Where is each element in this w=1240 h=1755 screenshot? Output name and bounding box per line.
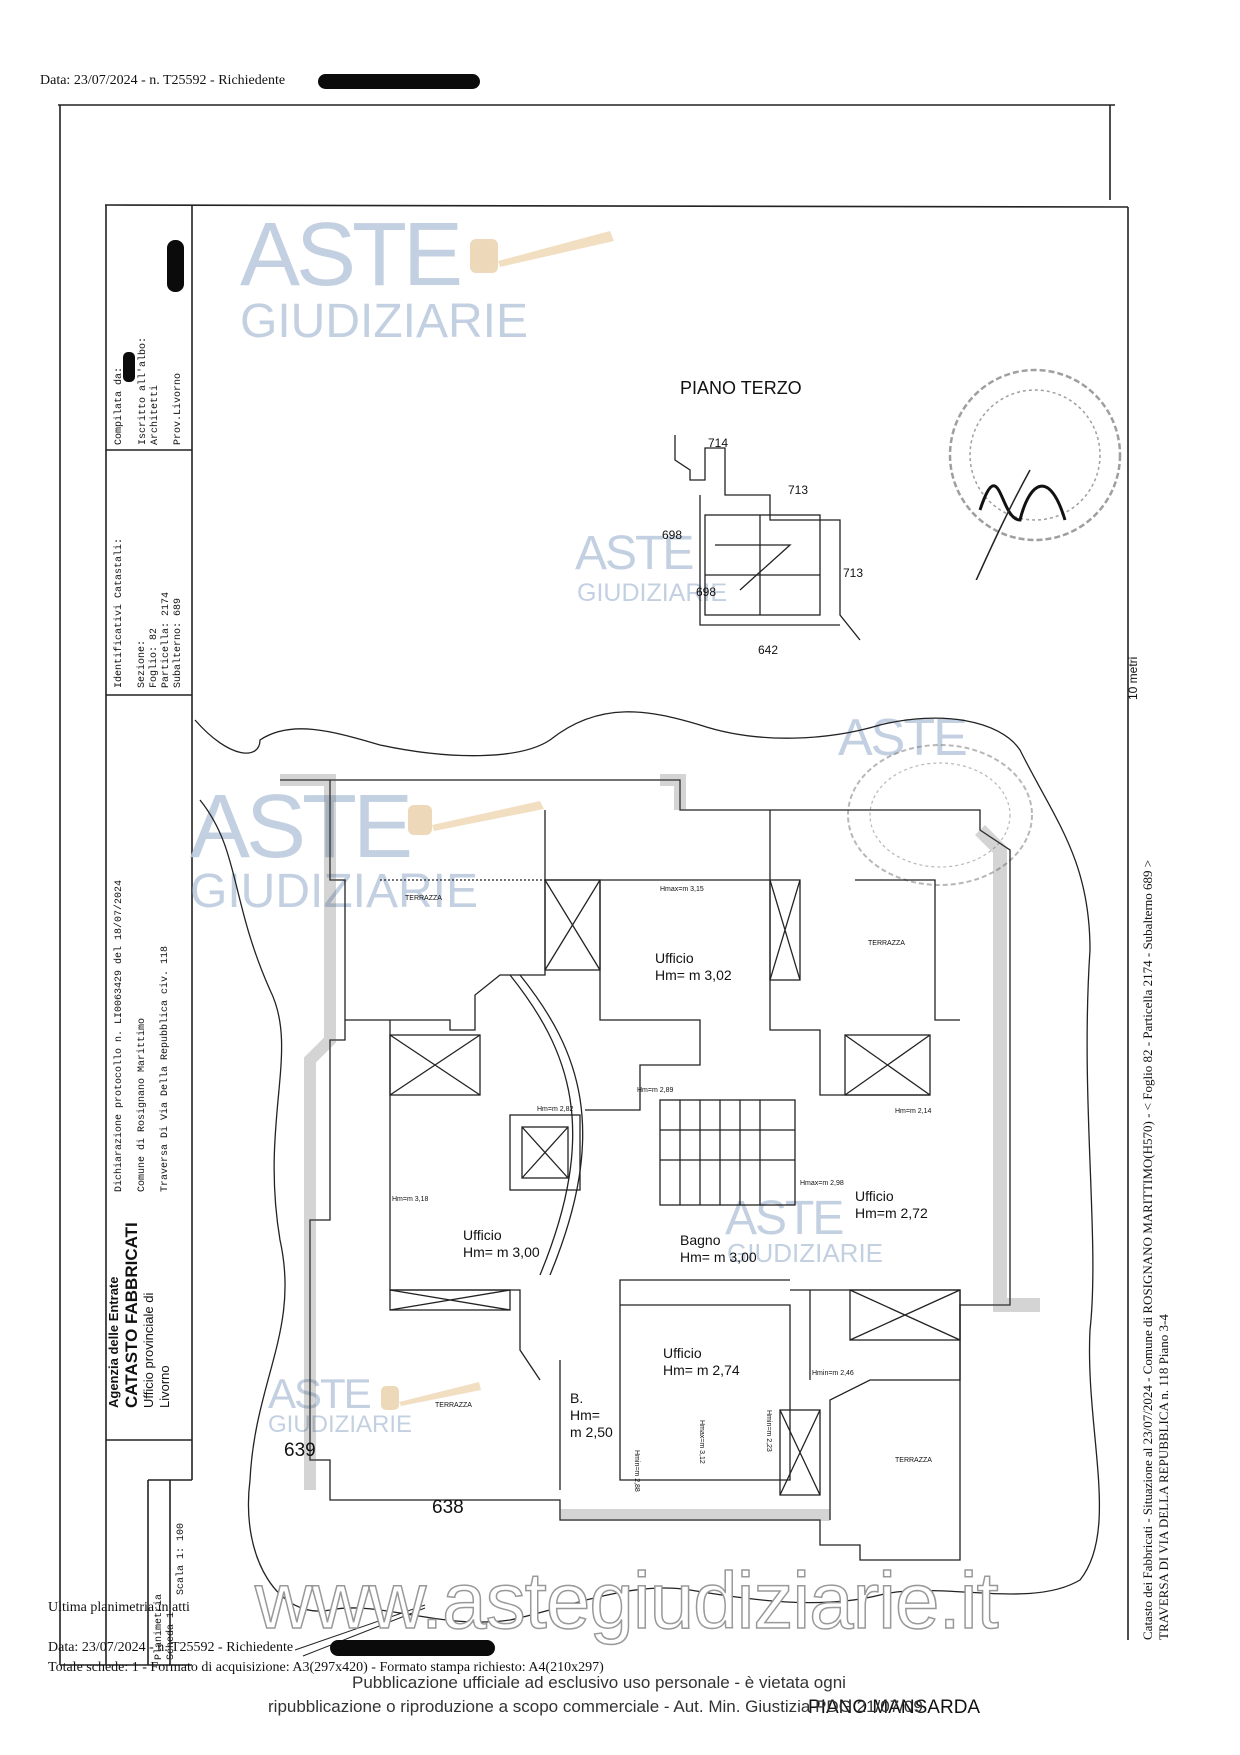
gavel-icon-left bbox=[408, 801, 544, 835]
neighbor-713a: 713 bbox=[788, 483, 809, 497]
room-name: Ufficio bbox=[663, 1345, 702, 1361]
watermark-giudiziarie-top: GIUDIZIARIE bbox=[240, 295, 529, 348]
header-date-line: Data: 23/07/2024 - n. T25592 - Richieden… bbox=[40, 73, 286, 88]
stamp-seal-icon bbox=[948, 368, 1122, 580]
height-note: Hm=m 2,14 bbox=[895, 1108, 932, 1115]
floor3-title: PIANO TERZO bbox=[680, 378, 802, 398]
room-b-value: m 2,50 bbox=[570, 1424, 613, 1440]
neighbor-698a: 698 bbox=[662, 528, 683, 542]
watermark-giudiziarie-center: GIUDIZIARIE bbox=[727, 1238, 884, 1268]
height-note: Hmin=m 2,23 bbox=[765, 1410, 772, 1452]
neighbor-713b: 713 bbox=[843, 566, 864, 580]
footer-date-line: Data: 23/07/2024 - n. T25592 - Richieden… bbox=[48, 1640, 294, 1655]
north-arrow-icon bbox=[294, 1604, 426, 1657]
gavel-icon bbox=[470, 231, 614, 273]
room-name: Ufficio bbox=[855, 1188, 894, 1204]
terrace-label: TERRAZZA bbox=[435, 1402, 472, 1409]
room-height: Hm= m 2,74 bbox=[663, 1362, 740, 1378]
watermark-aste-center: ASTE bbox=[725, 1192, 844, 1245]
room-height: Hm= m 3,00 bbox=[680, 1249, 757, 1265]
height-note: Hmin=m 2,88 bbox=[633, 1450, 640, 1492]
redaction-bar bbox=[318, 74, 480, 89]
room-height: Hm= m 3,00 bbox=[463, 1244, 540, 1260]
footer-totals-line: Totale schede: 1 - Formato di acquisizio… bbox=[48, 1660, 604, 1675]
redaction-bar-vertical-2 bbox=[123, 352, 135, 382]
room-b-h: Hm= bbox=[570, 1407, 600, 1423]
room-height: Hm=m 2,72 bbox=[855, 1205, 928, 1221]
neighbor-642: 642 bbox=[758, 643, 779, 657]
publication-notice-2: ripubblicazione o riproduzione a scopo c… bbox=[268, 1697, 923, 1716]
neighbor-638: 638 bbox=[432, 1497, 464, 1518]
height-note: Hmax=m 3,15 bbox=[660, 886, 704, 893]
watermark-aste-bottom: ASTE bbox=[268, 1370, 372, 1417]
height-note: Hm=m 3,18 bbox=[392, 1196, 429, 1203]
room-ufficio-3: Ufficio Hm= m 3,00 bbox=[463, 1227, 540, 1261]
stamp-seal-icon-2 bbox=[847, 744, 1033, 886]
last-plan-note: Ultima planimetria in atti bbox=[48, 1600, 190, 1615]
terrace-label: TERRAZZA bbox=[868, 940, 905, 947]
room-ufficio-4: Ufficio Hm= m 2,74 bbox=[663, 1345, 740, 1379]
gavel-icon-bottom bbox=[381, 1382, 481, 1410]
publication-notice-1: Pubblicazione ufficiale ad esclusivo uso… bbox=[352, 1673, 846, 1692]
room-name: Ufficio bbox=[463, 1227, 502, 1243]
height-note: Hmax=m 3,12 bbox=[698, 1420, 705, 1464]
redaction-bar-footer bbox=[330, 1640, 495, 1656]
height-note: Hm=m 2,82 bbox=[537, 1106, 574, 1113]
room-name: Bagno bbox=[680, 1232, 721, 1248]
height-note: Hmax=m 2,98 bbox=[800, 1180, 844, 1187]
watermark-aste-left: ASTE bbox=[190, 777, 413, 877]
watermark-aste-top: ASTE bbox=[240, 205, 463, 305]
room-b: B. Hm= m 2,50 bbox=[570, 1390, 613, 1441]
room-height: Hm= m 3,02 bbox=[655, 967, 732, 983]
neighbor-639: 639 bbox=[284, 1440, 316, 1461]
room-name: Ufficio bbox=[655, 950, 694, 966]
watermark-aste-mid: ASTE bbox=[575, 527, 694, 580]
height-note: Hmin=m 2,46 bbox=[812, 1370, 854, 1377]
room-ufficio-2: Ufficio Hm=m 2,72 bbox=[855, 1188, 928, 1222]
watermark-site: www.astegiudiziarie.it bbox=[254, 1555, 999, 1646]
height-note: Hm=m 2,89 bbox=[637, 1087, 674, 1094]
terrace-label: TERRAZZA bbox=[895, 1457, 932, 1464]
watermark-giudiziarie-bottom: GIUDIZIARIE bbox=[268, 1411, 413, 1438]
neighbor-698b: 698 bbox=[696, 585, 717, 599]
room-b-name: B. bbox=[570, 1390, 584, 1406]
watermark-giudiziarie-mid: GIUDIZIARIE bbox=[577, 579, 728, 607]
room-ufficio-1: Ufficio Hm= m 3,02 bbox=[655, 950, 732, 984]
neighbor-714: 714 bbox=[708, 436, 729, 450]
redaction-bar-vertical bbox=[167, 240, 184, 292]
terrace-label: TERRAZZA bbox=[405, 895, 442, 902]
floor4-title: PIANO MANSARDA bbox=[808, 1697, 981, 1718]
room-bagno: Bagno Hm= m 3,00 bbox=[680, 1232, 757, 1266]
